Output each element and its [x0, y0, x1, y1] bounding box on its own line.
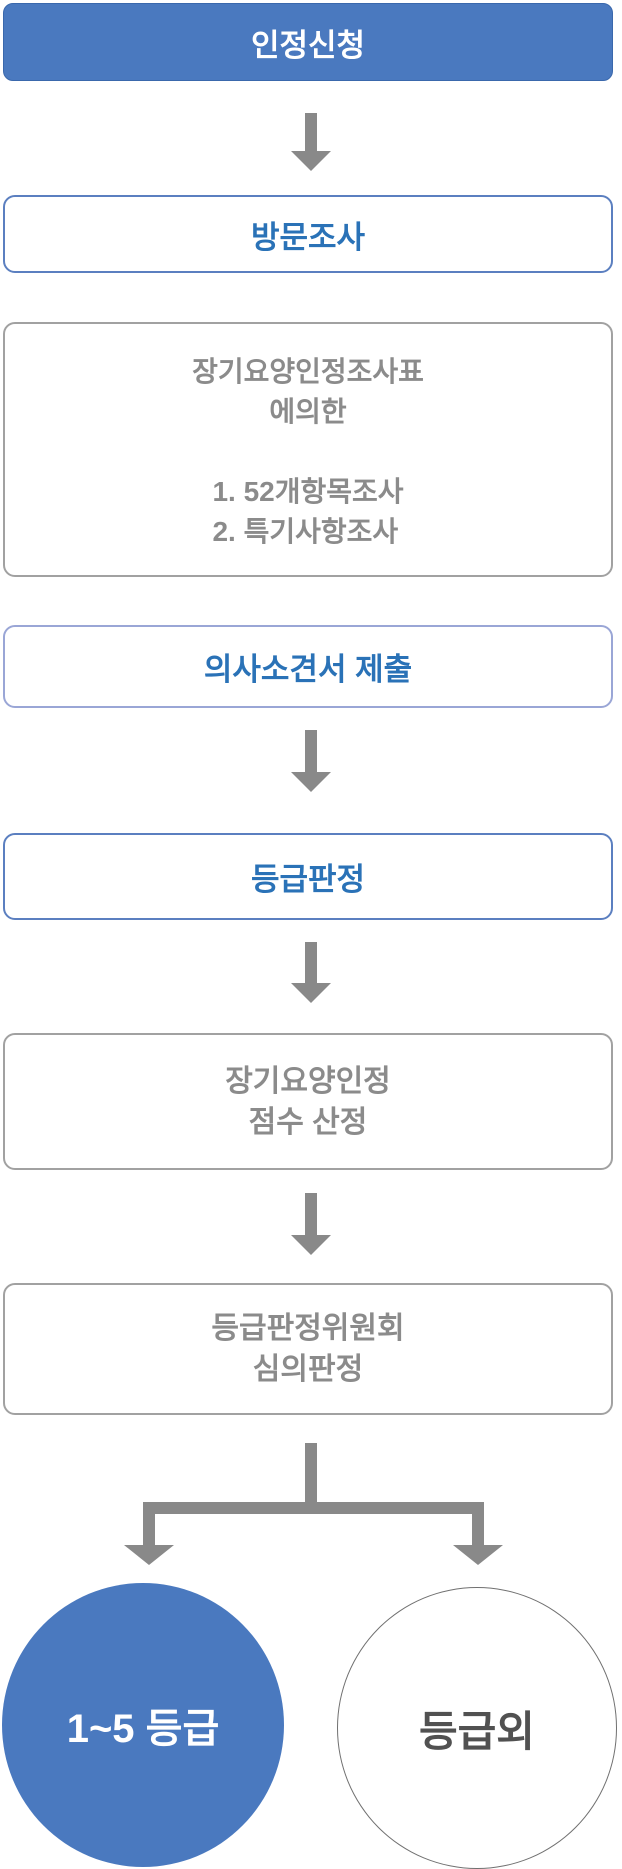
node-committee-review: 등급판정위원회 심의판정: [3, 1283, 613, 1415]
node-visit-survey: 방문조사: [3, 195, 613, 273]
result-grade-1-5-label: 1~5 등급: [66, 1707, 220, 1751]
arrow-head: [291, 151, 331, 171]
branch-left-drop: [143, 1502, 155, 1545]
survey-detail-items: 1. 52개항목조사 2. 특기사항조사: [212, 472, 403, 552]
committee-review-line1: 등급판정위원회: [211, 1312, 405, 1345]
down-arrow-icon: [291, 942, 331, 1003]
node-application: 인정신청: [3, 3, 613, 81]
score-calculation-line2: 점수 산정: [248, 1105, 368, 1139]
survey-detail-line2: 에의한: [269, 396, 347, 427]
node-application-label: 인정신청: [250, 27, 366, 63]
survey-detail-item1: 1. 52개항목조사: [212, 476, 404, 507]
survey-detail-item2: 2. 특기사항조사: [212, 516, 399, 547]
result-no-grade: 등급외: [337, 1587, 617, 1869]
arrow-head: [291, 983, 331, 1003]
node-visit-survey-label: 방문조사: [250, 219, 366, 255]
node-grade-decision: 등급판정: [3, 833, 613, 920]
branch-right-arrow-head: [453, 1545, 503, 1565]
arrow-shaft: [305, 730, 317, 772]
node-score-calculation: 장기요양인정 점수 산정: [3, 1033, 613, 1170]
arrow-head: [291, 1235, 331, 1255]
branch-left-arrow-head: [124, 1545, 174, 1565]
branch-bar: [143, 1502, 484, 1514]
down-arrow-icon: [291, 730, 331, 792]
down-arrow-icon: [291, 113, 331, 171]
branch-right-drop: [472, 1502, 484, 1545]
arrow-shaft: [305, 1193, 317, 1235]
result-grade-1-5: 1~5 등급: [2, 1583, 284, 1867]
node-grade-decision-label: 등급판정: [250, 862, 366, 897]
node-doctor-opinion-label: 의사소견서 제출: [203, 652, 413, 687]
down-arrow-icon: [291, 1193, 331, 1255]
arrow-shaft: [305, 113, 317, 151]
node-survey-detail: 장기요양인정조사표 에의한 1. 52개항목조사 2. 특기사항조사: [3, 322, 613, 577]
score-calculation-line1: 장기요양인정: [225, 1064, 391, 1098]
branch-stem: [305, 1443, 317, 1508]
committee-review-line2: 심의판정: [252, 1353, 364, 1386]
node-doctor-opinion: 의사소견서 제출: [3, 625, 613, 708]
survey-detail-line1: 장기요양인정조사표: [192, 356, 424, 387]
result-no-grade-label: 등급외: [419, 1707, 535, 1755]
arrow-head: [291, 772, 331, 792]
arrow-shaft: [305, 942, 317, 983]
